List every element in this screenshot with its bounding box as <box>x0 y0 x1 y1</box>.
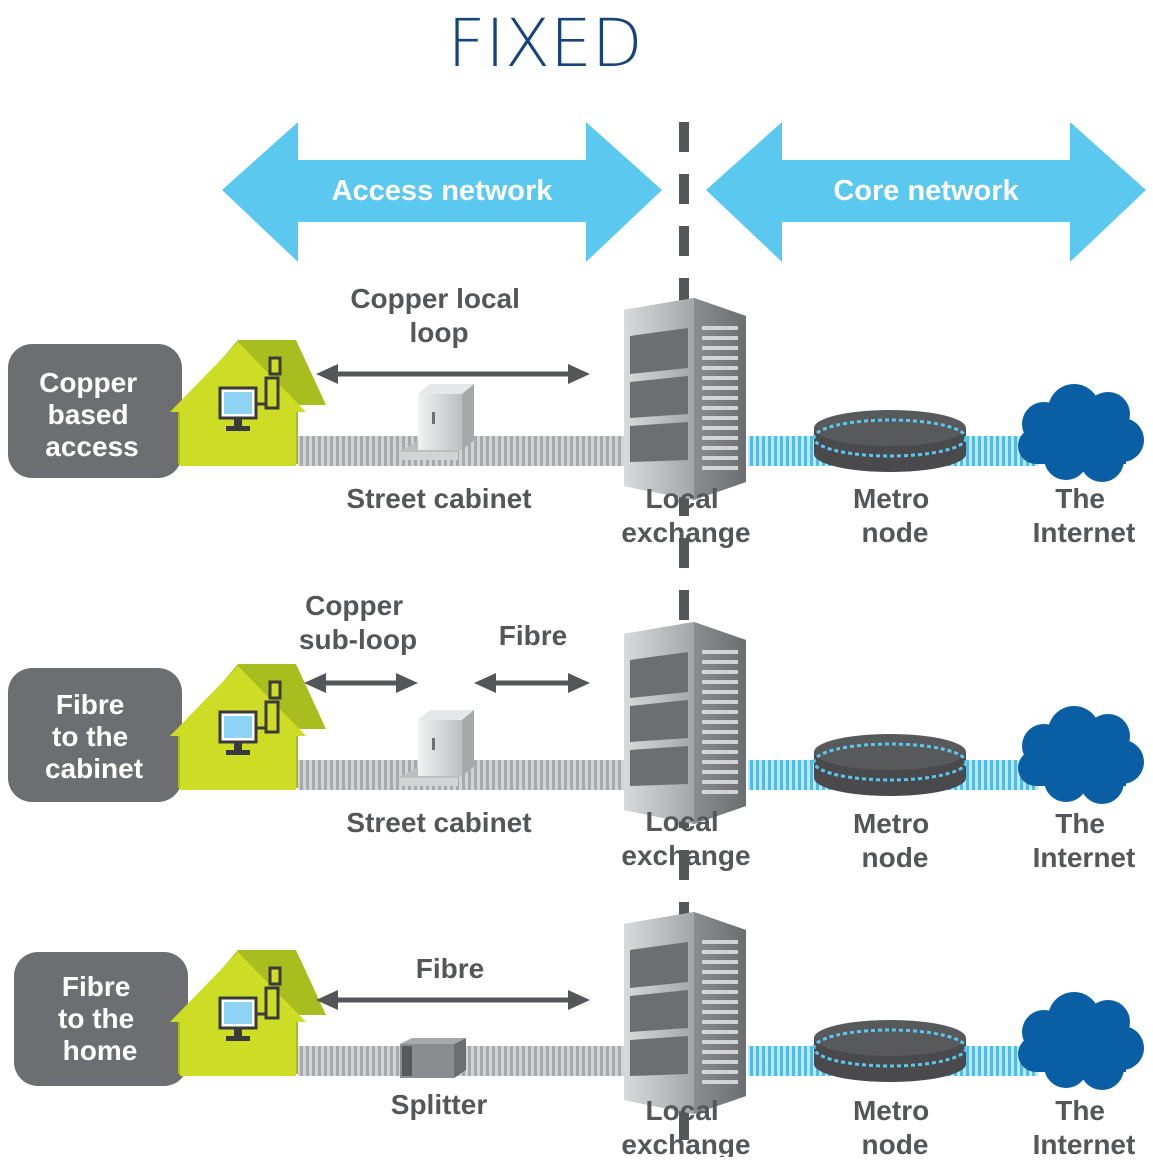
core-network-label: Core network <box>833 175 1019 207</box>
badge <box>8 668 182 802</box>
badge-text: Copper based access <box>39 367 145 462</box>
internet-label: The Internet <box>1033 483 1136 548</box>
row-fibre-to-the-home: Fibre to the home Fibre Splitter Local e… <box>14 912 1144 1160</box>
metro-label: Metro node <box>853 808 937 873</box>
copper-line <box>298 1046 638 1076</box>
cloud-icon <box>1018 384 1144 482</box>
core-network-arrow: Core network <box>706 122 1146 262</box>
server-icon <box>624 912 746 1114</box>
badge <box>14 952 188 1086</box>
double-arrow <box>304 673 418 693</box>
metro-label: Metro node <box>853 1095 937 1157</box>
server-icon <box>624 622 746 824</box>
double-arrow <box>474 673 590 693</box>
double-arrow <box>316 990 590 1010</box>
metro-label: Metro node <box>853 483 937 548</box>
internet-label: The Internet <box>1033 1095 1136 1157</box>
span-label: Copper local loop <box>350 283 527 348</box>
metro-node-icon <box>812 732 968 798</box>
exchange-label: Local exchange <box>621 806 750 871</box>
exchange-label: Local exchange <box>621 483 750 548</box>
span-label: Fibre <box>416 953 484 984</box>
exchange-label: Local exchange <box>621 1095 750 1157</box>
double-arrow <box>316 364 590 384</box>
access-network-label: Access network <box>332 175 554 207</box>
badge-text: Fibre to the cabinet <box>45 689 143 784</box>
metro-node-icon <box>812 408 968 474</box>
splitter-icon <box>400 1038 466 1078</box>
badge <box>8 344 182 478</box>
row-fibre-to-the-cabinet: Fibre to the cabinet Copper sub-loop Fib… <box>8 590 1144 873</box>
device-label: Splitter <box>391 1089 488 1120</box>
device-label: Street cabinet <box>346 483 531 514</box>
span-label: Fibre <box>499 620 567 651</box>
span-label: Copper sub-loop <box>299 590 417 655</box>
access-network-arrow: Access network <box>222 122 662 262</box>
metro-node-icon <box>812 1018 968 1084</box>
server-icon <box>624 298 746 500</box>
internet-label: The Internet <box>1033 808 1136 873</box>
badge-text: Fibre to the home <box>58 971 142 1066</box>
diagram-title: FIXED <box>447 5 642 82</box>
device-label: Street cabinet <box>346 807 531 838</box>
row-copper-based-access: Copper based access Copper local loop St… <box>8 283 1144 548</box>
